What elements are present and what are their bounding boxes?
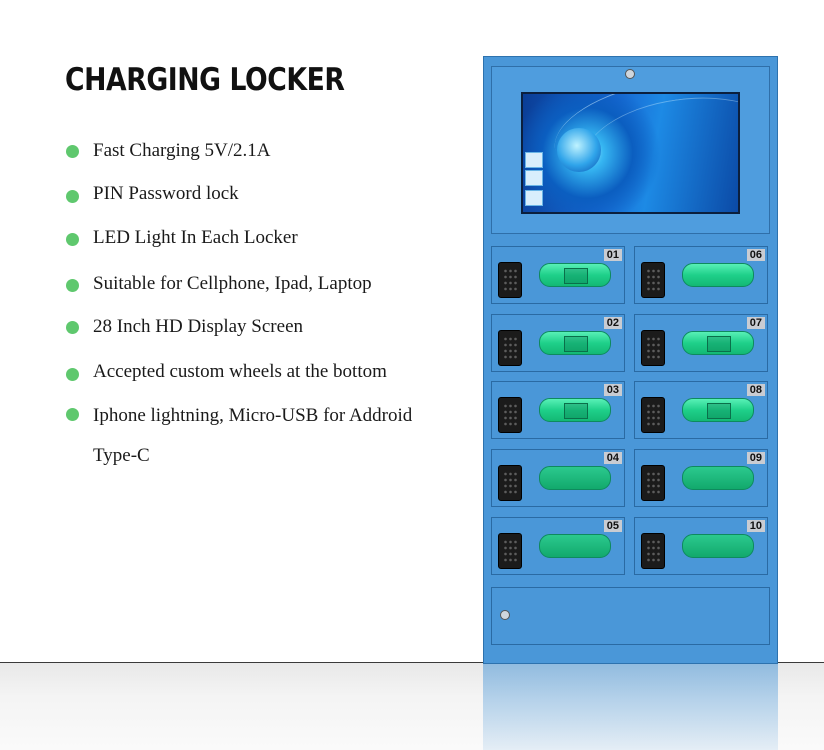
keypad-icon[interactable] xyxy=(498,330,522,366)
led-window xyxy=(539,466,611,490)
locker-door[interactable]: 06 xyxy=(634,246,768,304)
screen-thumbnail xyxy=(525,152,543,168)
locker-number: 04 xyxy=(603,452,622,464)
charger-icon xyxy=(564,403,588,419)
locker-door[interactable]: 02 xyxy=(491,314,625,372)
locker-number: 02 xyxy=(603,317,622,329)
charger-icon xyxy=(707,403,731,419)
feature-continuation: Type-C xyxy=(93,445,150,466)
locker-door[interactable]: 04 xyxy=(491,449,625,507)
led-window xyxy=(539,398,611,422)
locker-number: 09 xyxy=(746,452,765,464)
keypad-icon[interactable] xyxy=(498,262,522,298)
drawer-lock-icon[interactable] xyxy=(500,610,510,620)
led-window xyxy=(539,263,611,287)
led-window xyxy=(682,466,754,490)
keypad-icon[interactable] xyxy=(641,262,665,298)
bullet-icon xyxy=(66,321,79,334)
led-window xyxy=(682,331,754,355)
screen-thumbnail xyxy=(525,170,543,186)
feature-text: LED Light In Each Locker xyxy=(93,227,298,248)
charger-icon xyxy=(564,268,588,284)
feature-text: PIN Password lock xyxy=(93,183,239,204)
feature-text: 28 Inch HD Display Screen xyxy=(93,316,304,337)
storage-drawer[interactable] xyxy=(491,587,770,645)
keypad-icon[interactable] xyxy=(498,465,522,501)
bullet-icon xyxy=(66,190,79,203)
locker-door[interactable]: 03 xyxy=(491,381,625,439)
panel-lock-icon xyxy=(625,69,635,79)
led-window xyxy=(682,263,754,287)
feature-text: Accepted custom wheels at the bottom xyxy=(93,361,387,382)
horizon-line xyxy=(0,662,824,663)
locker-door[interactable]: 07 xyxy=(634,314,768,372)
locker-door[interactable]: 08 xyxy=(634,381,768,439)
feature-text: Iphone lightning, Micro-USB for Addroid xyxy=(93,405,413,426)
locker-door[interactable]: 09 xyxy=(634,449,768,507)
cabinet-reflection xyxy=(483,664,778,750)
feature-text: Fast Charging 5V/2.1A xyxy=(93,140,271,161)
locker-door[interactable]: 01 xyxy=(491,246,625,304)
feature-text: Suitable for Cellphone, Ipad, Laptop xyxy=(93,273,372,294)
keypad-icon[interactable] xyxy=(641,465,665,501)
locker-number: 08 xyxy=(746,384,765,396)
keypad-icon[interactable] xyxy=(641,397,665,433)
bullet-icon xyxy=(66,233,79,246)
globe-graphic xyxy=(557,128,601,172)
bullet-icon xyxy=(66,279,79,292)
led-window xyxy=(682,398,754,422)
charger-icon xyxy=(564,336,588,352)
keypad-icon[interactable] xyxy=(641,533,665,569)
screen-thumbnail xyxy=(525,190,543,206)
locker-number: 05 xyxy=(603,520,622,532)
keypad-icon[interactable] xyxy=(641,330,665,366)
page-title: CHARGING LOCKER xyxy=(65,62,345,98)
locker-door[interactable]: 05 xyxy=(491,517,625,575)
locker-number: 10 xyxy=(746,520,765,532)
locker-door[interactable]: 10 xyxy=(634,517,768,575)
led-window xyxy=(539,534,611,558)
locker-number: 07 xyxy=(746,317,765,329)
locker-number: 03 xyxy=(603,384,622,396)
led-window xyxy=(539,331,611,355)
bullet-icon xyxy=(66,368,79,381)
locker-number: 01 xyxy=(603,249,622,261)
bullet-icon xyxy=(66,145,79,158)
led-window xyxy=(682,534,754,558)
locker-number: 06 xyxy=(746,249,765,261)
display-screen xyxy=(521,92,740,214)
bullet-icon xyxy=(66,408,79,421)
keypad-icon[interactable] xyxy=(498,397,522,433)
charger-icon xyxy=(707,336,731,352)
keypad-icon[interactable] xyxy=(498,533,522,569)
